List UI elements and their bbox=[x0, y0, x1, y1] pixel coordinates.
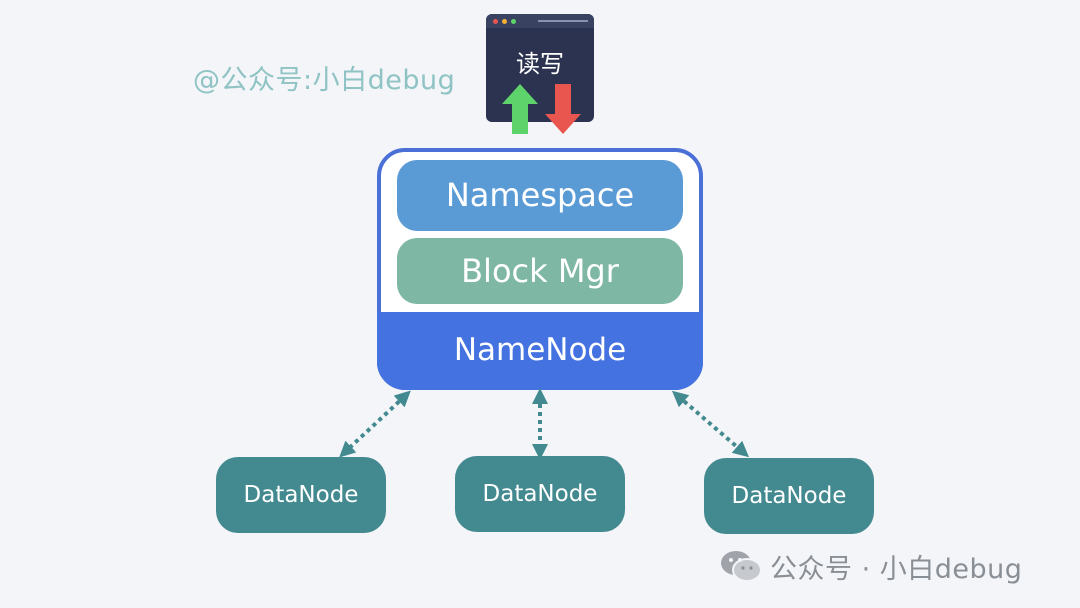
window-dot-red bbox=[493, 19, 498, 24]
window-titlebar bbox=[486, 14, 594, 28]
window-dot-yellow bbox=[502, 19, 507, 24]
wechat-icon bbox=[721, 551, 762, 582]
namenode-layer: NameNode bbox=[377, 312, 703, 390]
client-label: 读写 bbox=[516, 50, 564, 78]
datanode-1: DataNode bbox=[216, 457, 386, 533]
link-right bbox=[671, 390, 750, 458]
watermark-bottom-text: 公众号 · 小白debug bbox=[770, 553, 1023, 585]
up-arrow-icon bbox=[502, 84, 538, 134]
watermark-text: @公众号:小白debug bbox=[193, 65, 456, 96]
window-dot-green bbox=[511, 19, 516, 24]
down-arrow-icon bbox=[545, 84, 581, 134]
datanode-3: DataNode bbox=[704, 458, 874, 534]
block-mgr-layer: Block Mgr bbox=[397, 238, 683, 304]
datanode-2: DataNode bbox=[455, 456, 625, 532]
window-title-bar-line bbox=[538, 20, 588, 22]
watermark-bottom: 公众号 · 小白debug bbox=[720, 546, 1022, 586]
namespace-layer: Namespace bbox=[397, 160, 683, 231]
link-left bbox=[339, 390, 411, 458]
